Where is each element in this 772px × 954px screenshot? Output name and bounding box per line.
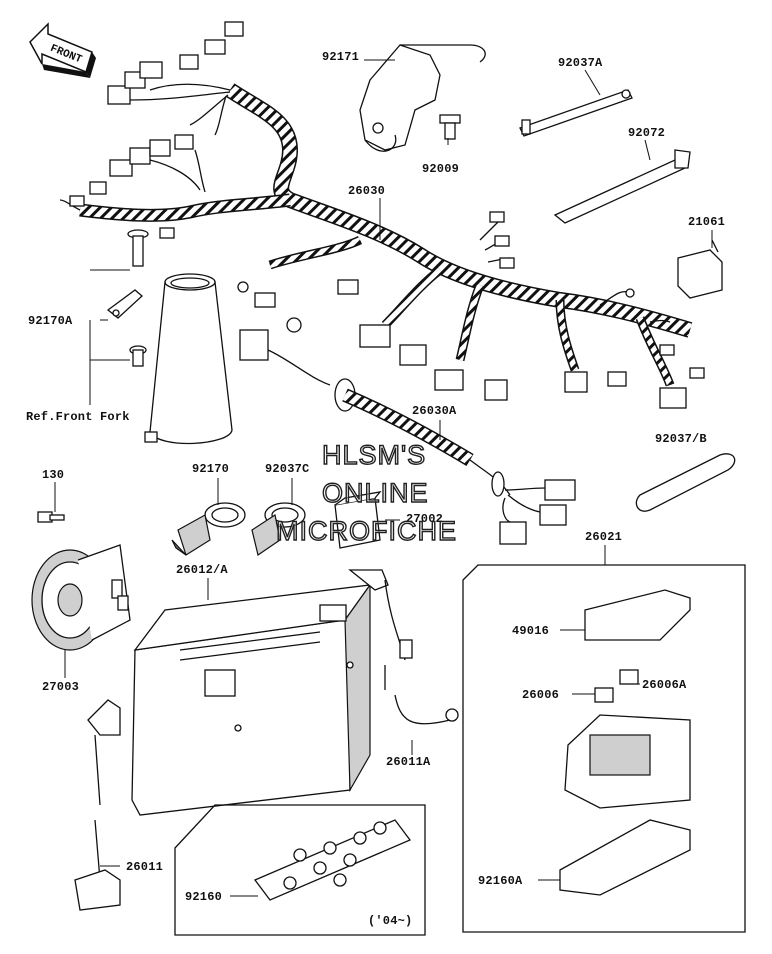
sub-harness-26030A bbox=[239, 329, 576, 545]
front-fork-cover bbox=[144, 273, 233, 445]
band-92037B bbox=[635, 453, 736, 512]
band-92072 bbox=[553, 149, 691, 224]
battery-26012A bbox=[131, 583, 372, 816]
label-26006A: 26006A bbox=[642, 678, 687, 692]
watermark-line-1: HLSM'S bbox=[321, 439, 427, 470]
label-92170: 92170 bbox=[192, 462, 230, 476]
label-27003: 27003 bbox=[42, 680, 80, 694]
relay-27002 bbox=[334, 491, 382, 549]
label-92170A: 92170A bbox=[28, 314, 73, 328]
cable-26011 bbox=[74, 699, 121, 911]
label-130: 130 bbox=[42, 468, 65, 482]
cable-26011A bbox=[348, 569, 459, 725]
label-26021: 26021 bbox=[585, 530, 623, 544]
reference-note: Ref.Front Fork bbox=[26, 410, 130, 424]
leader-lines bbox=[54, 59, 713, 897]
label-26030A: 26030A bbox=[412, 404, 457, 418]
label-92171: 92171 bbox=[322, 50, 360, 64]
main-wiring-harness bbox=[59, 83, 693, 387]
screws-92170A bbox=[106, 229, 149, 367]
year-note: ('04~) bbox=[368, 914, 413, 928]
label-92037C: 92037C bbox=[265, 462, 310, 476]
watermark-line-2: ONLINE bbox=[321, 477, 429, 508]
label-26011: 26011 bbox=[126, 860, 164, 874]
label-21061: 21061 bbox=[688, 215, 726, 229]
label-92160A: 92160A bbox=[478, 874, 523, 888]
watermark-line-3: MICROFICHE bbox=[275, 515, 457, 546]
clamp-92037A bbox=[519, 89, 633, 137]
horn-27003 bbox=[31, 544, 131, 651]
fuse-box-frame bbox=[462, 564, 746, 933]
label-27002: 27002 bbox=[406, 512, 444, 526]
label-92009: 92009 bbox=[422, 162, 460, 176]
label-26012A: 26012/A bbox=[176, 563, 228, 577]
label-92037A: 92037A bbox=[558, 56, 603, 70]
pad-92160-frame bbox=[174, 804, 426, 936]
label-26011A: 26011A bbox=[386, 755, 431, 769]
bracket-92171 bbox=[359, 44, 486, 152]
bolt-130 bbox=[37, 511, 65, 523]
label-49016: 49016 bbox=[512, 624, 550, 638]
relay-21061 bbox=[677, 239, 723, 299]
label-92037B: 92037/B bbox=[655, 432, 707, 446]
label-92072: 92072 bbox=[628, 126, 666, 140]
label-92160: 92160 bbox=[185, 890, 223, 904]
clamp-92170 bbox=[171, 502, 246, 556]
front-arrow-icon: FRONT bbox=[29, 22, 96, 78]
clamp-92037C bbox=[251, 502, 306, 556]
harness-connectors bbox=[69, 21, 705, 409]
label-26006: 26006 bbox=[522, 688, 560, 702]
screw-92009 bbox=[439, 114, 461, 140]
label-26030: 26030 bbox=[348, 184, 386, 198]
